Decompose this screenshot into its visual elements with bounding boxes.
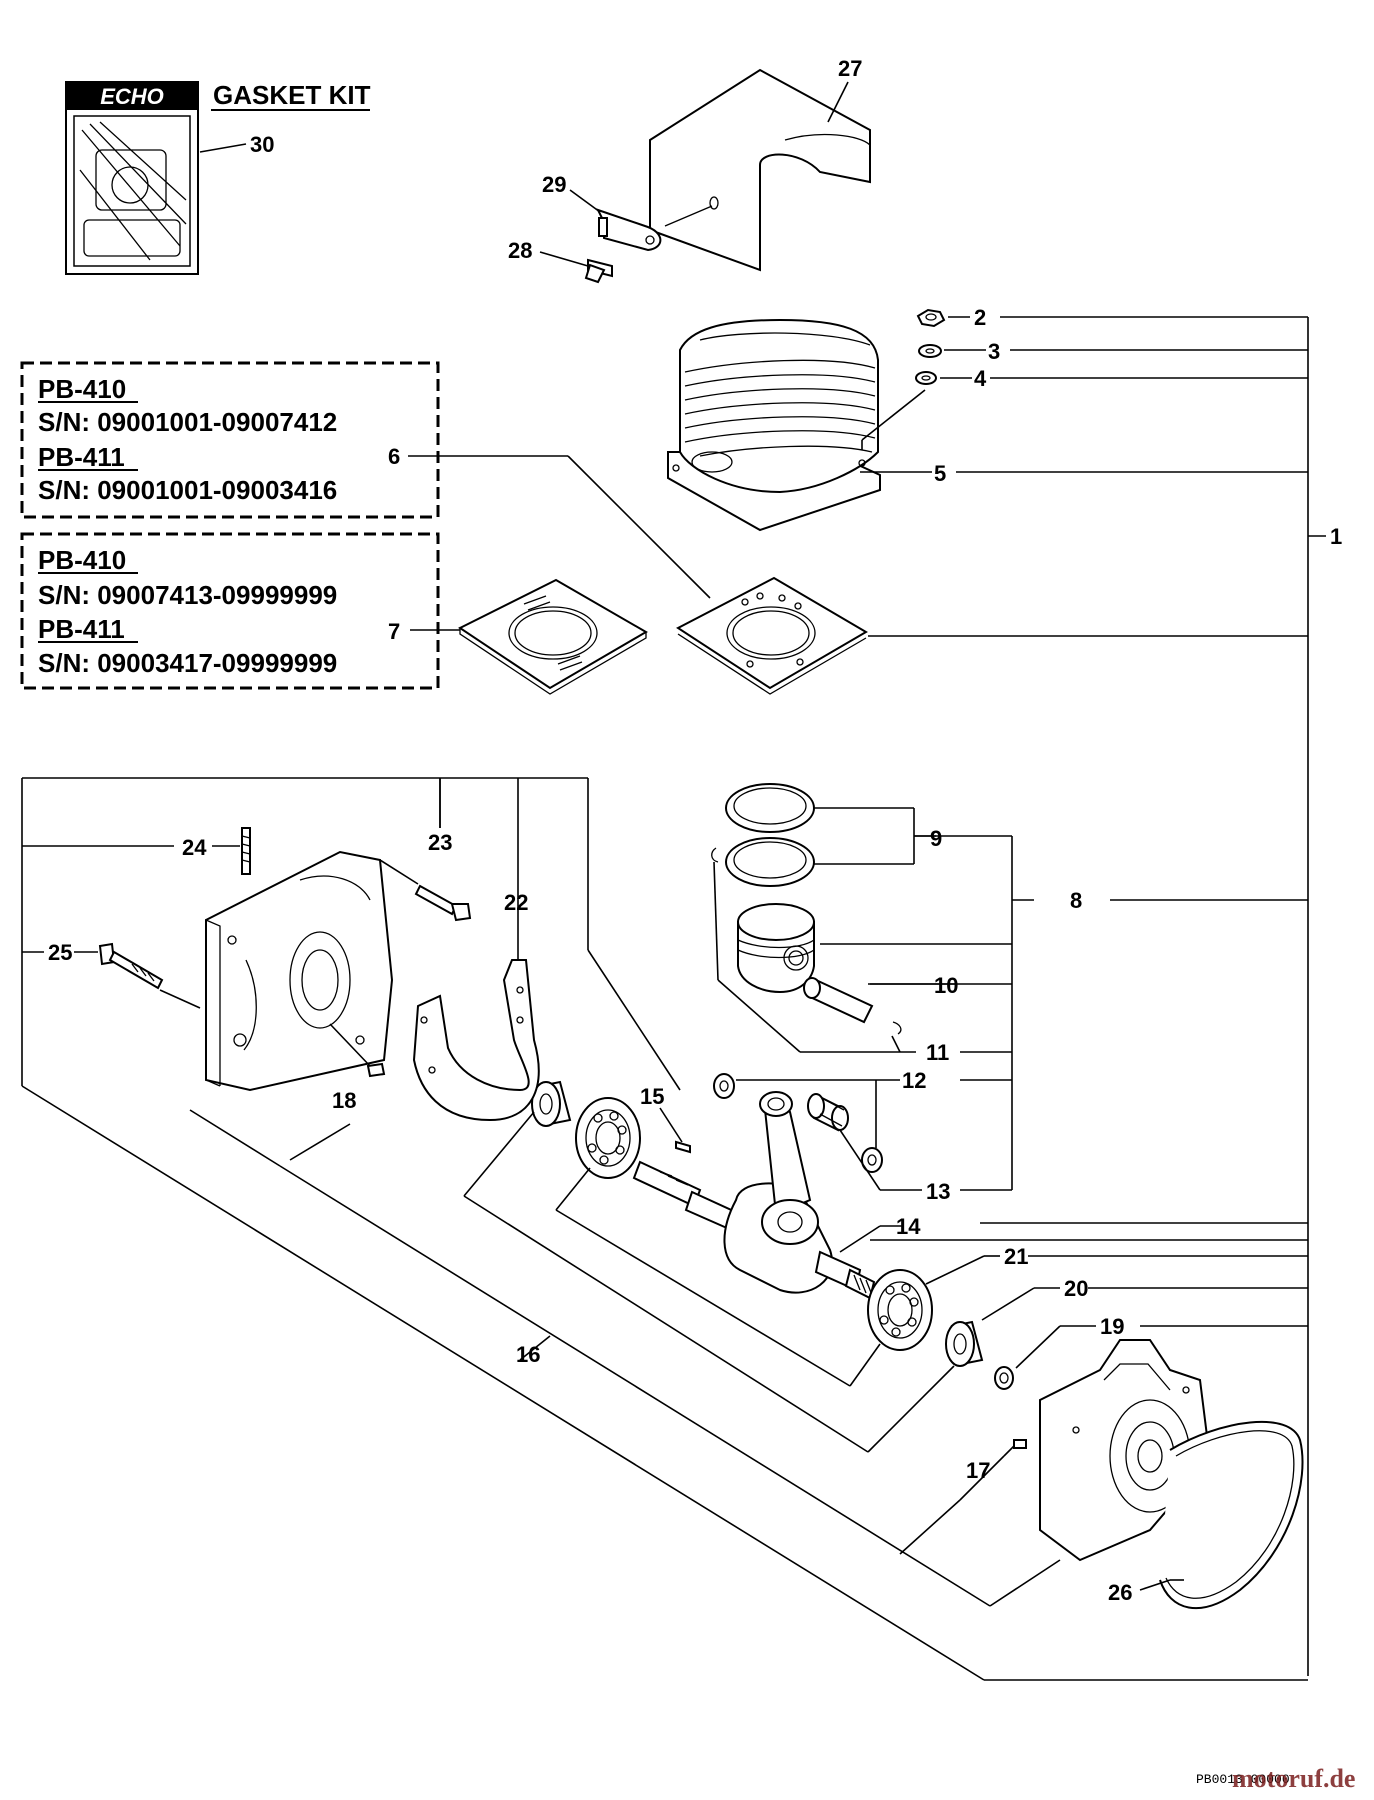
callout-9: 9 xyxy=(930,826,942,851)
gasket-7 xyxy=(458,578,648,695)
serial-box-1 xyxy=(20,361,440,519)
callout-8: 8 xyxy=(1070,888,1082,913)
serial-box-1-sn-a: S/N: 09001001-09007412 xyxy=(38,407,337,437)
callout-21: 21 xyxy=(1004,1244,1028,1269)
watermark: motoruf.de xyxy=(1232,1764,1355,1793)
callout-25: 25 xyxy=(48,940,72,965)
piston-8 xyxy=(737,903,815,994)
washer-12a xyxy=(713,1073,735,1099)
clip-11a xyxy=(711,847,719,863)
piston-ring-9a xyxy=(725,783,815,833)
callout-12: 12 xyxy=(902,1068,926,1093)
callout-28: 28 xyxy=(508,238,532,263)
callout-11: 11 xyxy=(926,1040,949,1065)
callout-3: 3 xyxy=(988,339,1000,364)
assembly-leader-lines: 18 16 xyxy=(21,777,1308,1681)
callout-20: 20 xyxy=(1064,1276,1088,1301)
callout-6: 6 xyxy=(388,444,400,469)
callout-7: 7 xyxy=(388,619,400,644)
nut-2 xyxy=(916,308,946,328)
bolt-28 xyxy=(584,258,613,284)
piston-pin-10 xyxy=(803,977,874,1024)
callout-26: 26 xyxy=(1108,1580,1132,1605)
oil-seal-left xyxy=(531,1080,572,1127)
callout-29: 29 xyxy=(542,172,566,197)
washer-4 xyxy=(915,371,937,385)
washer-19 xyxy=(994,1366,1014,1390)
gasket-22 xyxy=(412,959,540,1122)
gasket-kit-title: GASKET KIT xyxy=(213,80,371,110)
bolt-25 xyxy=(98,942,164,990)
serial-box-1-model-a: PB-410 xyxy=(38,374,126,404)
oil-seal-20 xyxy=(945,1320,984,1367)
callout-27: 27 xyxy=(838,56,862,81)
callout-22: 22 xyxy=(504,890,528,915)
serial-box-2-sn-a: S/N: 09007413-09999999 xyxy=(38,580,337,610)
screw-23 xyxy=(414,884,472,922)
bracket-29 xyxy=(596,196,719,252)
clip-11b xyxy=(892,1021,902,1035)
callout-15: 15 xyxy=(640,1084,664,1109)
serial-box-2-model-a: PB-410 xyxy=(38,545,126,575)
diagram-code: PB0013 00000 xyxy=(1196,1772,1290,1787)
echo-logo: ECHO xyxy=(100,84,164,109)
callout-24: 24 xyxy=(182,835,207,860)
piston-ring-9b xyxy=(725,837,815,887)
needle-bearing-13 xyxy=(807,1093,849,1132)
leader-29 xyxy=(569,189,601,213)
key-15 xyxy=(675,1140,691,1154)
stud-24 xyxy=(241,827,251,875)
cylinder-cover-27 xyxy=(649,68,871,272)
bearing-21 xyxy=(867,1269,933,1351)
gasket-6 xyxy=(676,576,868,695)
serial-box-1-model-b: PB-411 xyxy=(38,442,125,472)
leader-27 xyxy=(827,81,849,123)
callout-19: 19 xyxy=(1100,1314,1124,1339)
callout-17: 17 xyxy=(966,1458,990,1483)
callout-30: 30 xyxy=(250,132,274,157)
leader-28 xyxy=(539,251,589,267)
gasket-kit-box: ECHO xyxy=(65,81,199,275)
cylinder-5 xyxy=(667,318,881,532)
washer-12b xyxy=(861,1147,883,1173)
washer-3 xyxy=(918,344,942,358)
serial-box-2-model-b: PB-411 xyxy=(38,614,125,644)
callout-5: 5 xyxy=(934,461,946,486)
leader-15 xyxy=(659,1107,683,1143)
bearing-left xyxy=(575,1097,641,1179)
serial-box-2 xyxy=(20,532,440,690)
callout-2: 2 xyxy=(974,305,986,330)
crankcase-left xyxy=(205,850,394,1092)
callout-23: 23 xyxy=(428,830,452,855)
callout-10: 10 xyxy=(934,973,958,998)
serial-box-2-sn-b: S/N: 09003417-09999999 xyxy=(38,648,337,678)
serial-box-1-sn-b: S/N: 09001001-09003416 xyxy=(38,475,337,505)
crankshaft-14 xyxy=(632,1091,876,1300)
callout-14: 14 xyxy=(896,1214,921,1239)
callout-18: 18 xyxy=(332,1088,356,1113)
leader-4-to-cylinder xyxy=(861,389,926,441)
callout-4: 4 xyxy=(974,366,987,391)
leader-30 xyxy=(199,143,247,153)
dowel-18 xyxy=(366,1062,386,1078)
callout-1: 1 xyxy=(1330,524,1342,549)
gasket-26 xyxy=(1159,1420,1304,1609)
callout-13: 13 xyxy=(926,1179,950,1204)
bracket-1 xyxy=(868,316,1326,1676)
